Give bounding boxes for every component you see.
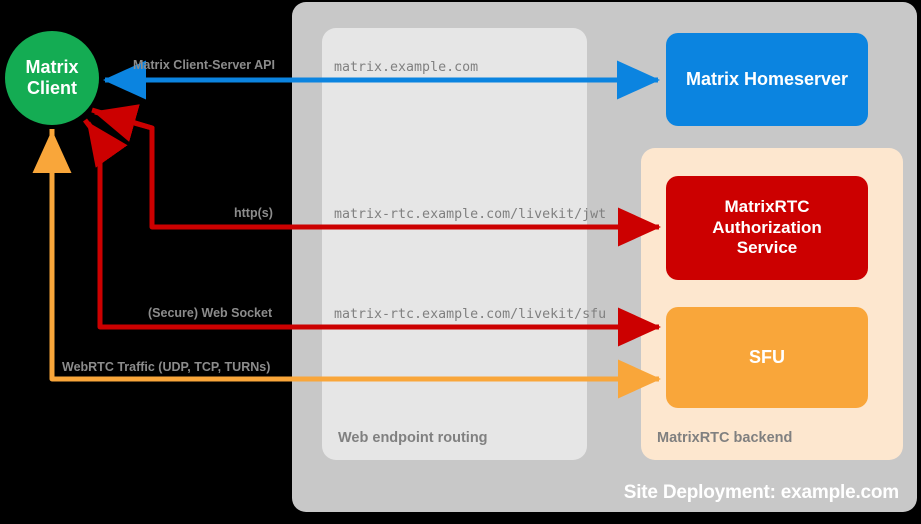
site-deployment-label: Site Deployment: example.com bbox=[623, 482, 899, 503]
edge-secure-web-socket-path bbox=[83, 118, 662, 347]
edge-label-matrix-client-server-api: Matrix Client-Server API bbox=[133, 58, 275, 72]
node-matrixrtc-authorization-service[interactable]: MatrixRTC Authorization Service bbox=[666, 176, 868, 280]
web-endpoint-routing-box: Web endpoint routing bbox=[322, 28, 587, 460]
edge-secure-web-socket-arrow-client bbox=[85, 121, 128, 327]
node-sfu[interactable]: SFU bbox=[666, 307, 868, 408]
edge-label-http-s: http(s) bbox=[234, 206, 273, 220]
node-matrix-homeserver[interactable]: Matrix Homeserver bbox=[666, 33, 868, 126]
web-endpoint-routing-label: Web endpoint routing bbox=[338, 430, 488, 446]
node-matrix-homeserver-label: Matrix Homeserver bbox=[685, 68, 849, 89]
edge-http-s-arrow-client bbox=[93, 104, 155, 227]
endpoint-label-matrix: matrix.example.com bbox=[334, 60, 479, 75]
endpoint-label-livekit-jwt: matrix-rtc.example.com/livekit/jwt bbox=[334, 207, 607, 222]
edge-label-secure-web-socket: (Secure) Web Socket bbox=[148, 306, 273, 320]
node-matrix-client-line2: Client bbox=[26, 78, 77, 98]
node-matrix-client[interactable]: Matrix Client bbox=[5, 31, 99, 125]
node-sfu-label: SFU bbox=[749, 346, 785, 367]
matrixrtc-backend-label: MatrixRTC backend bbox=[657, 430, 793, 446]
node-auth-line1: MatrixRTC bbox=[724, 197, 810, 217]
node-auth-line2: Authorization bbox=[712, 217, 822, 237]
endpoint-label-livekit-sfu: matrix-rtc.example.com/livekit/sfu bbox=[334, 307, 607, 322]
node-matrix-client-line1: Matrix bbox=[25, 56, 79, 77]
edge-label-webrtc-traffic: WebRTC Traffic (UDP, TCP, TURNs) bbox=[62, 360, 271, 374]
node-auth-line3: Service bbox=[736, 238, 798, 258]
